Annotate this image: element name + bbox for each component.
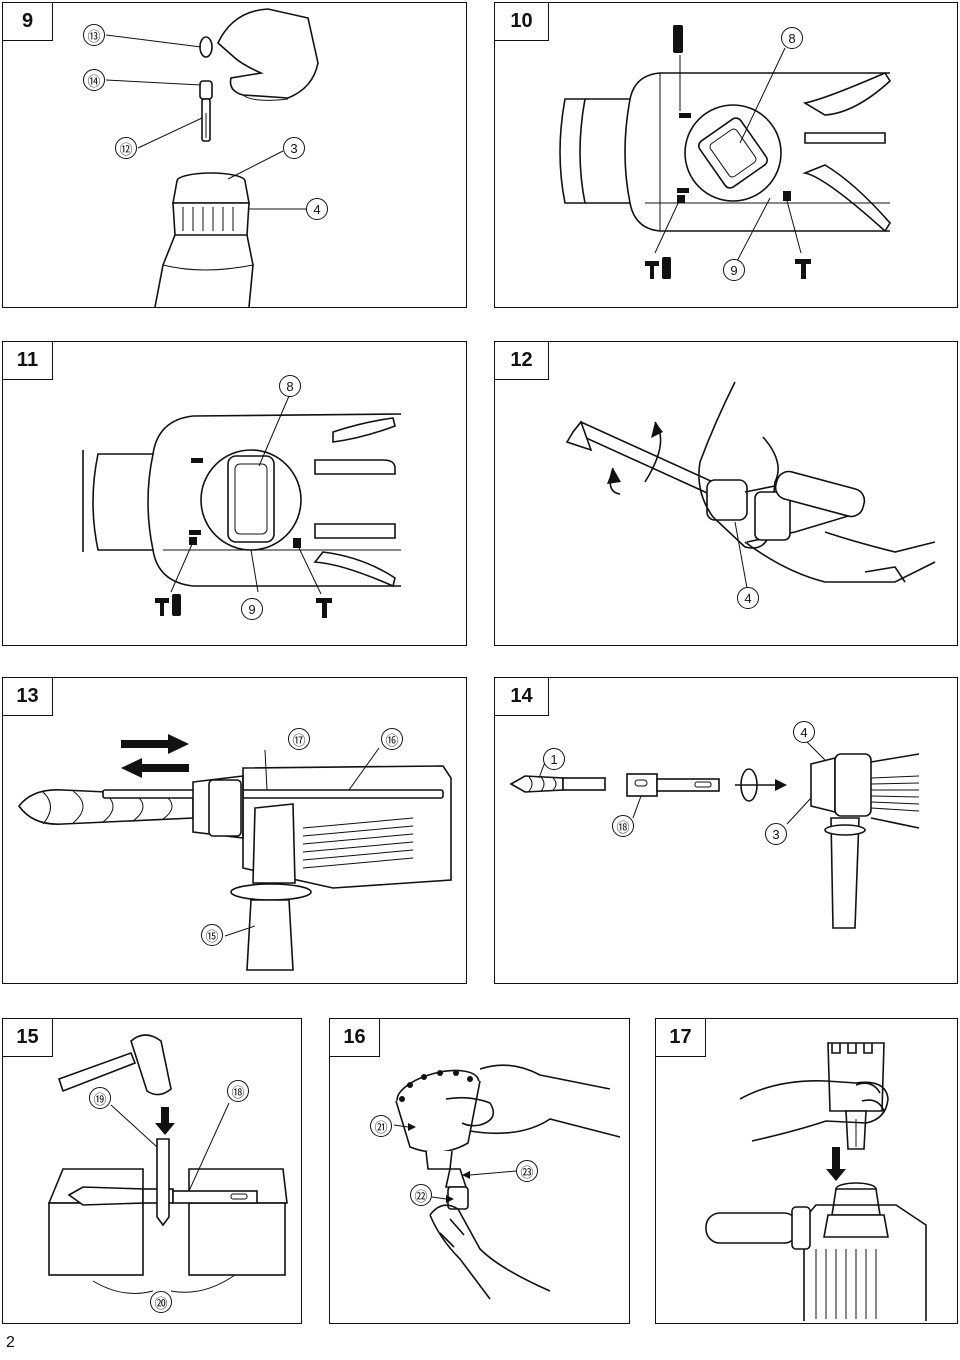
- callout-14: ⑭: [83, 69, 105, 91]
- callout-3: 3: [765, 823, 787, 845]
- callout-12: ⑫: [115, 137, 137, 159]
- callout-21: ㉑: [370, 1115, 392, 1137]
- callout-4: 4: [793, 721, 815, 743]
- callout-9: 9: [241, 598, 263, 620]
- figure-16-drawing: [393, 1064, 621, 1300]
- figure-number: 16: [330, 1019, 380, 1057]
- callout-18: ⑱: [612, 815, 634, 837]
- figure-number: 10: [495, 3, 549, 41]
- figure-17-drawing: [705, 1042, 927, 1321]
- figure-number: 9: [3, 3, 53, 41]
- figure-16: 16 ㉑ ㉓ ㉒: [329, 1018, 630, 1324]
- figure-9-drawing: [105, 8, 319, 307]
- callout-4: 4: [306, 198, 328, 220]
- figure-number: 12: [495, 342, 549, 380]
- figure-9: 9 ⑬ ⑭ ⑫ 3 4: [2, 2, 467, 308]
- callout-17: ⑰: [288, 728, 310, 750]
- callout-8: 8: [781, 27, 803, 49]
- figure-number: 13: [3, 678, 53, 716]
- figure-13: 13 ⑰ ⑯ ⑮: [2, 677, 467, 984]
- callout-16: ⑯: [381, 728, 403, 750]
- figure-number: 14: [495, 678, 549, 716]
- figure-number: 17: [656, 1019, 706, 1057]
- figure-15: 15 ⑲ ⑱ ⑳: [2, 1018, 302, 1324]
- figure-10-drawing: [559, 25, 892, 279]
- callout-19: ⑲: [89, 1087, 111, 1109]
- figure-12: 12 4: [494, 341, 958, 646]
- callout-20: ⑳: [150, 1291, 172, 1313]
- callout-18: ⑱: [227, 1080, 249, 1102]
- callout-22: ㉒: [410, 1184, 432, 1206]
- figure-13-drawing: [18, 734, 452, 971]
- callout-3: 3: [283, 137, 305, 159]
- callout-9: 9: [723, 259, 745, 281]
- figure-12-drawing: [565, 381, 936, 589]
- figure-number: 11: [3, 342, 53, 380]
- callout-23: ㉓: [516, 1160, 538, 1182]
- figure-14: 14 1 ⑱ 4 3: [494, 677, 958, 984]
- callout-1: 1: [543, 748, 565, 770]
- callout-15: ⑮: [201, 924, 223, 946]
- figure-14-drawing: [509, 741, 920, 929]
- callout-13: ⑬: [83, 24, 105, 46]
- page-number: 2: [6, 1334, 15, 1351]
- figure-15-drawing: [47, 1034, 288, 1294]
- callout-4: 4: [737, 587, 759, 609]
- figure-11-drawing: [82, 395, 402, 618]
- figure-number: 15: [3, 1019, 53, 1057]
- figure-10: 10 8 9: [494, 2, 958, 308]
- figure-17: 17: [655, 1018, 958, 1324]
- figure-11: 11 8 9: [2, 341, 467, 646]
- callout-8: 8: [279, 375, 301, 397]
